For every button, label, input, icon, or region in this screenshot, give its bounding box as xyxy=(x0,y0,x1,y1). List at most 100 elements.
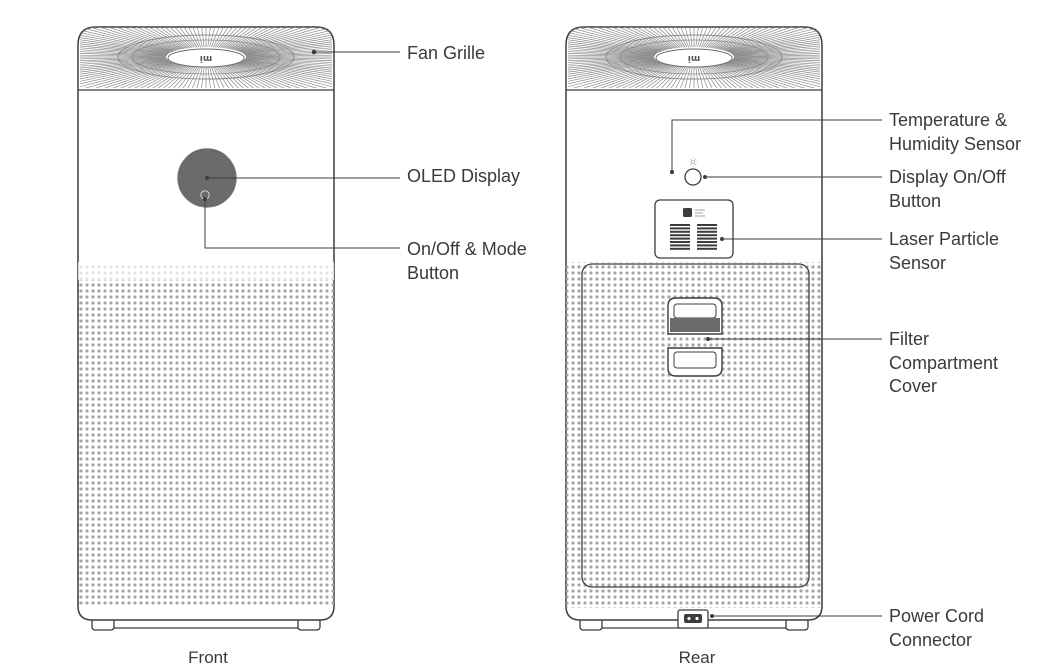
grille-ray xyxy=(230,27,332,50)
caption-rear: Rear xyxy=(678,648,716,667)
grille-ray xyxy=(80,27,182,50)
grille-ray xyxy=(589,65,677,88)
grille-ray xyxy=(80,62,175,88)
label-filter-cover-line-1: Filter xyxy=(889,329,929,349)
grille-ray xyxy=(227,65,332,88)
sensor-vent-slot xyxy=(697,230,717,233)
leader-lines xyxy=(203,49,882,618)
grille-ray xyxy=(238,27,332,52)
grille-ray xyxy=(111,65,191,88)
grille-ray xyxy=(599,65,679,88)
grille-ray xyxy=(80,62,174,88)
grille-ray xyxy=(726,62,820,88)
sensor-vent-slot xyxy=(670,241,690,243)
grille-ray xyxy=(589,27,677,49)
grille-ray xyxy=(233,27,332,51)
grille-ray xyxy=(219,27,291,48)
grille-ray xyxy=(731,60,820,86)
grille-ray xyxy=(80,27,173,52)
grille-ray xyxy=(80,27,183,50)
grille-ray xyxy=(568,60,658,88)
grille-ray xyxy=(80,63,179,88)
grille-ray xyxy=(721,63,820,88)
leader-filter-cover xyxy=(706,337,882,341)
grille-ray xyxy=(80,31,168,55)
grille-ray xyxy=(238,62,332,88)
grille-ray xyxy=(619,27,682,48)
label-laser-sensor-line-1: Laser Particle xyxy=(889,229,1000,249)
grille-ray xyxy=(580,27,676,49)
grille-ray xyxy=(80,57,167,65)
grille-ray xyxy=(82,27,186,49)
grille-ray xyxy=(221,65,301,88)
grille-ray xyxy=(712,65,808,88)
grille-ray xyxy=(568,27,667,51)
grille-ray xyxy=(80,27,180,50)
grille-ray xyxy=(80,28,169,54)
grille-ray xyxy=(568,53,655,57)
leader-temp-humidity xyxy=(670,119,882,174)
grille-ray xyxy=(243,60,332,86)
grille-ray xyxy=(568,57,655,61)
grille-ray xyxy=(221,27,301,49)
grille-ray xyxy=(80,27,172,53)
grille-ray xyxy=(702,27,748,48)
sensor-vent-slot xyxy=(697,244,717,247)
grille-ray xyxy=(80,64,180,88)
grille-ray xyxy=(80,35,168,55)
grille-ray xyxy=(568,27,668,50)
label-fan-grille: Fan Grille xyxy=(407,42,485,66)
grille-ray xyxy=(214,27,260,48)
grille-ray xyxy=(242,27,332,54)
grille-ray xyxy=(80,27,170,54)
rear-unit: mi xyxy=(565,26,823,631)
grille-ray xyxy=(729,60,820,88)
label-on-off-mode-line-1: On/Off & Mode xyxy=(407,239,527,259)
grille-ray xyxy=(702,66,748,88)
grille-ray xyxy=(241,27,332,53)
grille-ray xyxy=(728,61,820,88)
grille-ray xyxy=(218,27,281,48)
grille-ray xyxy=(727,27,820,52)
grille-ray xyxy=(725,62,820,88)
label-on-off-mode: On/Off & Mode Button xyxy=(407,238,527,285)
grille-ray xyxy=(599,27,679,49)
grille-ray xyxy=(152,27,198,48)
grille-ray xyxy=(568,62,662,88)
label-filter-cover-line-2: Compartment xyxy=(889,352,999,373)
grille-ray xyxy=(568,27,673,49)
grille-ray xyxy=(568,61,660,88)
grille-ray xyxy=(226,65,330,88)
grille-ray xyxy=(704,66,759,88)
grille-ray xyxy=(224,27,320,49)
label-on-off-mode-line-2: Button xyxy=(407,262,460,283)
grille-ray xyxy=(229,64,332,88)
sensor-vent-slot xyxy=(670,244,690,247)
grille-ray xyxy=(568,60,657,86)
grille-ray xyxy=(101,65,189,88)
grille-ray xyxy=(236,63,332,88)
grille-ray xyxy=(707,66,779,88)
grille-ray xyxy=(80,64,182,88)
grille-ray xyxy=(733,49,820,57)
grille-ray xyxy=(720,27,820,50)
grille-ray xyxy=(80,62,173,88)
grille-ray xyxy=(720,64,820,88)
grille-ray xyxy=(80,27,171,53)
label-temp-humidity-line-2: Humidity Sensor xyxy=(889,133,1022,154)
grille-ray xyxy=(80,60,170,88)
grille-ray xyxy=(80,57,167,61)
grille-ray xyxy=(568,28,657,54)
grille-ray xyxy=(725,27,820,52)
grille-ray xyxy=(80,60,171,88)
grille-ray xyxy=(568,63,664,88)
label-temp-humidity-line-1: Temperature & xyxy=(889,110,1008,130)
grille-ray xyxy=(80,27,185,49)
grille-ray xyxy=(240,61,332,88)
grille-ray xyxy=(121,66,193,88)
grille-ray xyxy=(732,35,820,55)
leader-oled-display xyxy=(205,176,400,180)
grille-ray xyxy=(223,65,311,88)
grille-ray xyxy=(570,27,674,49)
grille-ray xyxy=(229,27,332,50)
